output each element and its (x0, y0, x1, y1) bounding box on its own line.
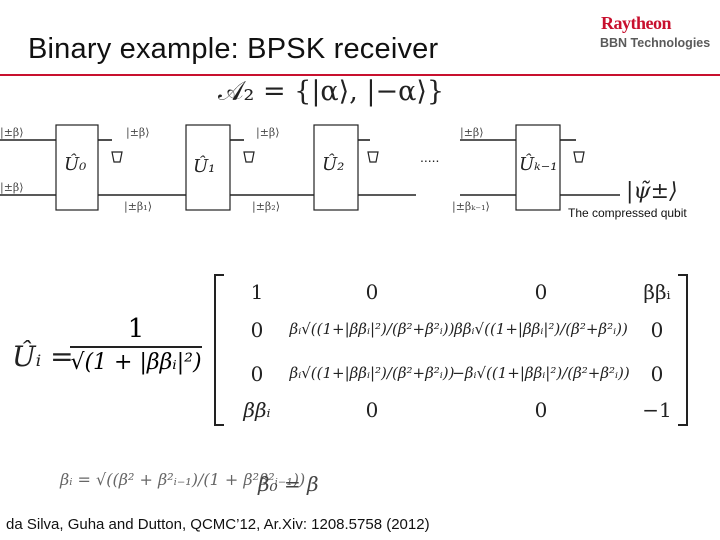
matrix-cell: 0 (534, 398, 548, 422)
fraction-bar (70, 346, 202, 348)
title-divider (0, 74, 720, 76)
matrix-cell: 0 (365, 280, 379, 304)
matrix-cell: 1 (250, 280, 264, 304)
output-state: |ψ̃±⟩ (626, 179, 678, 204)
lower-wire-label: |±βₖ₋₁⟩ (452, 200, 490, 214)
lower-wire-label: |±β₂⟩ (252, 200, 280, 214)
upper-wire-label: |±β⟩ (256, 126, 280, 140)
raytheon-logo: Raytheon (601, 13, 672, 33)
matrix-cell: −1 (642, 398, 672, 422)
gate-label: Û₂ (322, 152, 344, 175)
gate-label: Û₁ (193, 154, 215, 177)
matrix-cell: βᵢ√((1+|ββᵢ|²)/(β²+β²ᵢ)) (289, 320, 455, 338)
upper-wire-label: |±β⟩ (460, 126, 484, 140)
matrix-right-bracket (678, 274, 688, 426)
alphabet-equation: 𝒜₂ = {|α⟩, |−α⟩} (218, 76, 445, 107)
beta-recursion-equation: βᵢ = √((β² + β²ᵢ₋₁)/(1 + β²β²ᵢ₋₁)) (60, 470, 306, 489)
ellipsis: ..... (420, 149, 439, 165)
compressed-qubit-caption: The compressed qubit (568, 206, 687, 220)
lower-wire-label: |±β₁⟩ (124, 200, 152, 214)
matrix-cell: 0 (650, 318, 664, 342)
input-label: |±β⟩ (0, 126, 24, 140)
matrix-cell: 0 (534, 280, 548, 304)
beta-zero-equation: β₀ = β (258, 472, 319, 496)
matrix-cell: −βᵢ√((1+|ββᵢ|²)/(β²+β²ᵢ)) (452, 364, 630, 382)
logo-subtitle: BBN Technologies (600, 36, 711, 50)
gate-label: Ûₖ₋₁ (519, 152, 557, 175)
gate-label: Û₀ (64, 152, 86, 175)
slide-title: Binary example: BPSK receiver (28, 33, 439, 65)
prefactor-numerator: 1 (127, 314, 145, 344)
matrix-cell: 0 (365, 398, 379, 422)
matrix-left-bracket (214, 274, 224, 426)
matrix-cell: 0 (650, 362, 664, 386)
input-label: |±β⟩ (0, 181, 24, 195)
upper-wire-label: |±β⟩ (126, 126, 150, 140)
matrix-cell: 0 (250, 362, 264, 386)
unitary-lhs: Ûᵢ = (12, 340, 74, 373)
matrix-cell: βᵢ√((1+|ββᵢ|²)/(β²+β²ᵢ)) (289, 364, 455, 382)
matrix-cell: ββᵢ (643, 280, 671, 304)
prefactor-denominator: √(1 + |ββᵢ|²) (70, 349, 202, 375)
bpsk-circuit-diagram: Û₀ Û₁ Û₂ Ûₖ₋₁ |±β⟩ |±β⟩ |±β⟩ |±β⟩ |±β⟩ |… (0, 124, 678, 214)
prefactor-fraction: 1 √(1 + |ββᵢ|²) (70, 314, 202, 375)
matrix-cell: ββᵢ√((1+|ββᵢ|²)/(β²+β²ᵢ)) (454, 320, 628, 338)
citation: da Silva, Guha and Dutton, QCMC’12, Ar.X… (6, 516, 430, 533)
matrix-cell: ββᵢ (243, 398, 271, 422)
matrix-cell: 0 (250, 318, 264, 342)
